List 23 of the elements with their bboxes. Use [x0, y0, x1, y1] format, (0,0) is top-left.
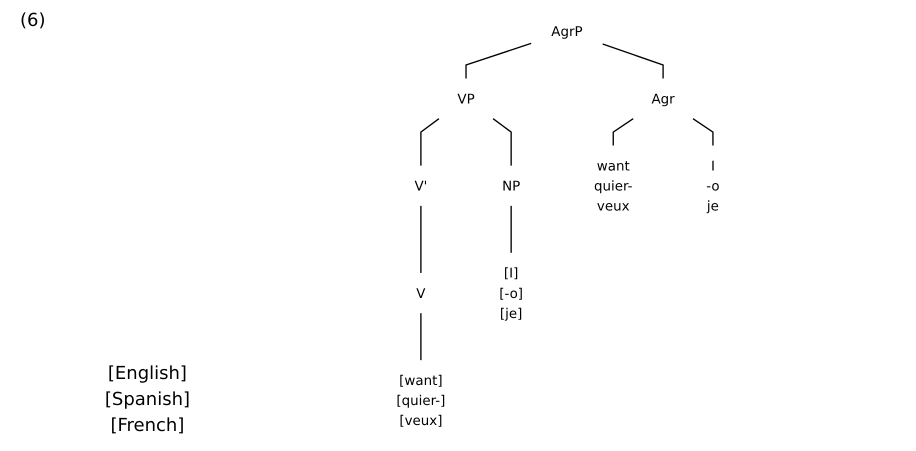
tree-branch-line: [492, 118, 512, 166]
tree-node-label: V: [416, 284, 426, 301]
tree-branch-line: [612, 118, 634, 145]
tree-node-label: Agr: [651, 90, 675, 106]
tree-branch-line: [420, 312, 422, 360]
tree-branch-line: [602, 42, 664, 78]
tree-node-label: VP: [457, 90, 475, 106]
language-label: [English]: [106, 362, 188, 386]
tree-branch-line: [510, 205, 512, 252]
language-label: [French]: [109, 414, 186, 438]
example-number: (6): [20, 10, 46, 31]
tree-branch-line: [420, 118, 440, 166]
tree-branch-line: [420, 205, 422, 272]
tree-node-label: [want] [quier-] [veux]: [396, 372, 446, 428]
tree-node-label: V': [414, 177, 428, 194]
language-label: [Spanish]: [104, 388, 190, 412]
tree-node-label: NP: [502, 177, 520, 194]
tree-node-label: want quier- veux: [594, 157, 632, 214]
tree-node-label: [I] [-o] [je]: [499, 264, 524, 321]
tree-node-label: I -o je: [706, 157, 720, 214]
tree-branch-line: [465, 42, 532, 78]
tree-branch-line: [692, 118, 714, 145]
tree-node-label: AgrP: [551, 22, 583, 40]
